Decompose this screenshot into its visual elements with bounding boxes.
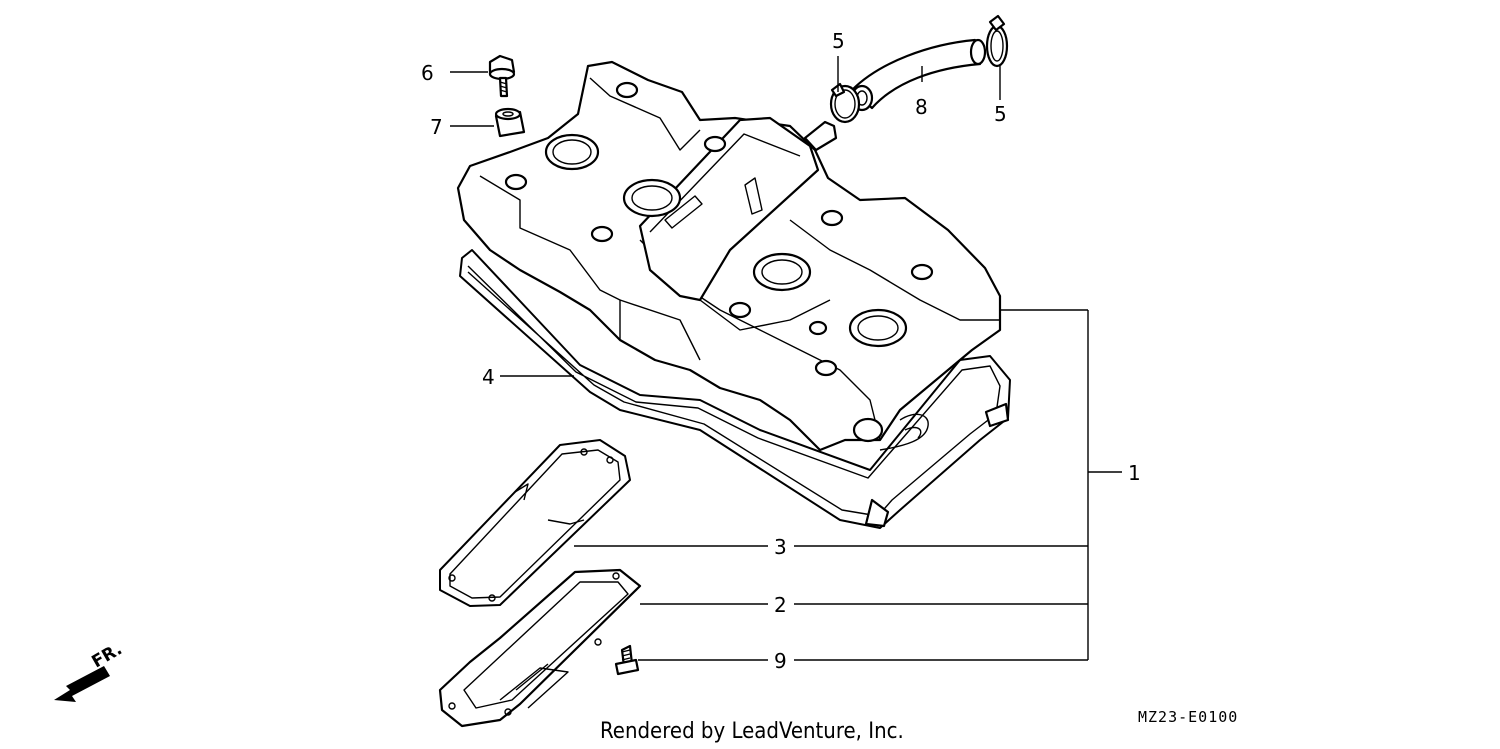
callout-9: 9 [774,649,787,673]
front-arrow-icon [54,666,110,702]
callout-8: 8 [915,95,928,119]
hose-clamp-left [829,82,861,124]
front-marker-label: FR. [89,639,126,672]
callout-5-left: 5 [832,29,845,53]
callout-7: 7 [430,115,443,139]
diagram-code: MZ23-E0100 [1138,708,1238,726]
inner-gasket [439,439,631,607]
cover-plate [438,568,642,728]
callout-6: 6 [421,61,434,85]
cover-bolt [488,54,516,98]
callout-4: 4 [482,365,495,389]
rubber-grommet [494,107,526,138]
cylinder-head-cover [456,60,1002,452]
callout-2: 2 [774,593,787,617]
head-cover-gasket [459,249,1011,529]
hose-clamp-right [985,14,1009,68]
callout-3: 3 [774,535,787,559]
leader-lines [450,56,1122,661]
callout-5-right: 5 [994,102,1007,126]
credit-text: Rendered by LeadVenture, Inc. [600,719,904,744]
plate-bolt [614,644,640,676]
callout-1: 1 [1128,461,1141,485]
